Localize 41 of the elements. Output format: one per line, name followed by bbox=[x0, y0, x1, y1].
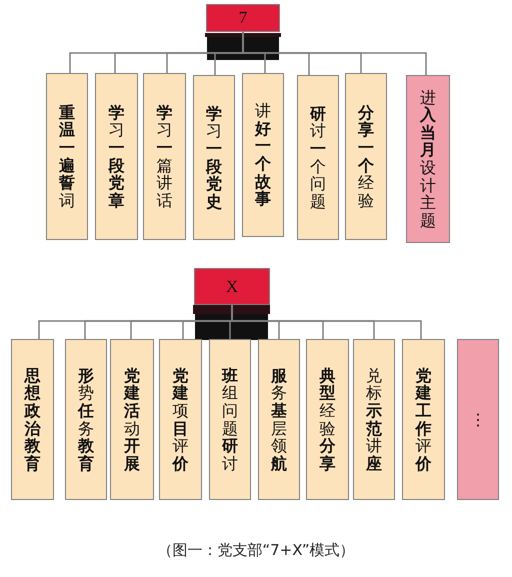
category-box bbox=[258, 339, 300, 500]
category-box bbox=[209, 339, 251, 500]
box-label: 党建活动开展 bbox=[124, 366, 140, 472]
category-box bbox=[345, 73, 387, 240]
box-label: 党建工作评价 bbox=[416, 366, 432, 472]
category-box bbox=[95, 73, 138, 240]
box-label: 讲好一个故事 bbox=[255, 102, 271, 208]
category-box bbox=[65, 339, 107, 500]
box-label: 重温一遍誓词 bbox=[59, 104, 75, 210]
category-box bbox=[402, 339, 445, 500]
category-box bbox=[143, 73, 186, 240]
category-box bbox=[242, 73, 284, 237]
box-label: 形势任务教育 bbox=[78, 366, 94, 472]
box-label: 学习一段党章 bbox=[108, 104, 124, 210]
box-label: 服务基层领航 bbox=[271, 366, 287, 472]
box-label: 典型经验分享 bbox=[320, 366, 336, 472]
category-box bbox=[457, 339, 499, 500]
box-label: 思想政治教育 bbox=[24, 366, 40, 472]
category-box bbox=[159, 339, 202, 500]
header-box bbox=[206, 4, 280, 32]
header-label: 7 bbox=[238, 8, 248, 28]
box-label: 学习一篇讲话 bbox=[156, 104, 172, 210]
header-label: X bbox=[226, 276, 238, 296]
category-box bbox=[110, 339, 154, 500]
category-box bbox=[11, 339, 54, 500]
category-box bbox=[353, 339, 395, 500]
category-box bbox=[297, 75, 339, 240]
box-label: 党建项目评价 bbox=[172, 366, 188, 472]
box-label: 进入当月设计主题 bbox=[420, 88, 436, 230]
caption: （图一：党支部“7+X”模式） bbox=[156, 541, 356, 560]
category-box bbox=[406, 75, 450, 243]
box-label: 分享一个经验 bbox=[358, 104, 374, 210]
box-label: 研讨一个问题 bbox=[310, 104, 326, 210]
box-label: 学习一段党史 bbox=[206, 104, 222, 210]
category-box bbox=[46, 73, 88, 240]
box-label: 兑标示范讲座 bbox=[366, 366, 382, 472]
header-box bbox=[194, 268, 270, 305]
category-box bbox=[306, 339, 349, 500]
box-label: ⋮ bbox=[470, 410, 486, 428]
box-label: 班组问题研讨 bbox=[222, 366, 238, 472]
category-box bbox=[193, 75, 235, 240]
